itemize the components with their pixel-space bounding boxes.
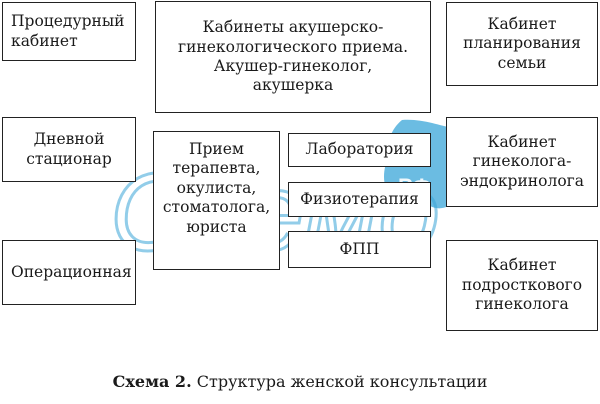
day-hospital-box: Дневной стационар	[2, 117, 136, 182]
adolescent-gynecologist-box: Кабинет подросткового гинеколога	[446, 240, 598, 331]
physiotherapy-box: Физиотерапия	[288, 182, 431, 217]
caption-text: Структура женской консультации	[191, 372, 488, 391]
reception-box: Кабинеты акушерско- гинекологического пр…	[155, 1, 431, 113]
caption-label: Схема 2.	[112, 372, 192, 391]
procedure-room-box: Процедурный кабинет	[2, 2, 136, 61]
fpp-box: ФПП	[288, 231, 431, 268]
family-planning-box: Кабинет планирования семьи	[446, 2, 598, 86]
specialists-box: Прием терапевта, окулиста, стоматолога, …	[153, 131, 280, 270]
figure-caption: Схема 2. Структура женской консультации	[0, 372, 600, 391]
endocrinologist-box: Кабинет гинеколога- эндокринолога	[446, 117, 598, 207]
laboratory-box: Лаборатория	[288, 133, 431, 167]
operating-room-box: Операционная	[2, 240, 136, 305]
